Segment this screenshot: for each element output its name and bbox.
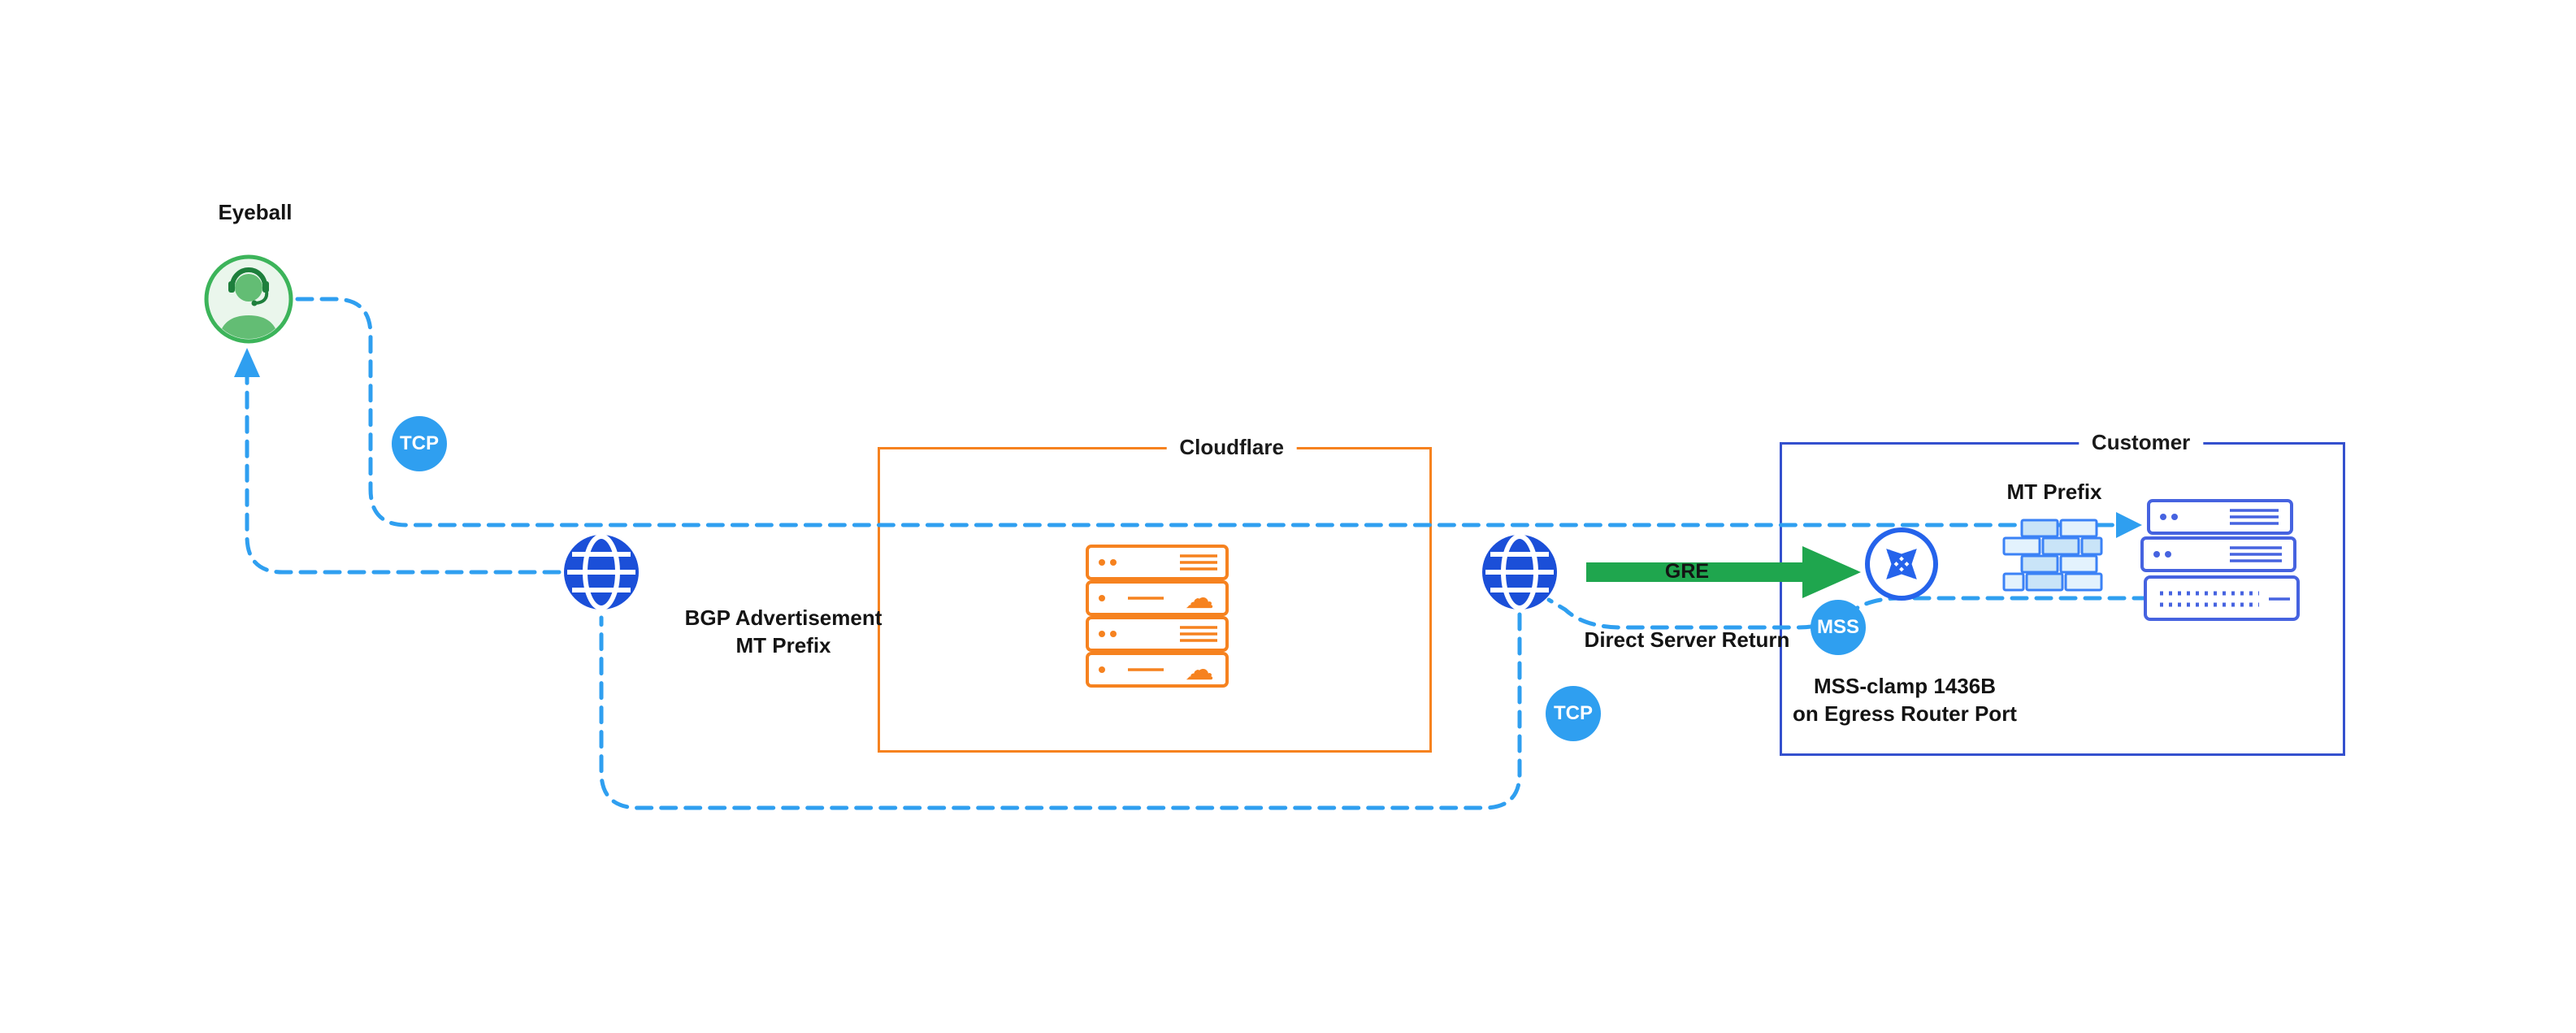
internet-right-globe-icon <box>1482 534 1557 610</box>
tcp-return-badge-label: TCP <box>1554 702 1593 724</box>
tcp-request-badge: TCP <box>392 416 447 471</box>
mss-clamp-label: MSS-clamp 1436B on Egress Router Port <box>1793 673 2017 728</box>
gre-label: GRE <box>1664 559 1710 583</box>
tcp-request-badge-label: TCP <box>400 432 439 454</box>
mss-clamp-line1: MSS-clamp 1436B <box>1814 674 1996 699</box>
customer-box-label: Customer <box>2078 430 2204 455</box>
return-path-arrowhead-icon <box>234 348 260 377</box>
headset-person-icon <box>204 254 293 344</box>
bgp-advertisement-label: BGP Advertisement MT Prefix <box>685 605 883 660</box>
internet-left-globe-icon <box>564 534 639 610</box>
direct-server-return-label: Direct Server Return <box>1584 627 1790 653</box>
mss-clamp-line2: on Egress Router Port <box>1793 701 2017 726</box>
bgp-advertisement-line1: BGP Advertisement <box>684 605 883 631</box>
cloudflare-box-label: Cloudflare <box>1166 435 1297 460</box>
mt-prefix-label: MT Prefix <box>2006 480 2102 505</box>
bgp-advertisement-line2: MT Prefix <box>735 633 831 658</box>
eyeball-label: Eyeball <box>218 200 293 225</box>
tcp-return-badge: TCP <box>1546 686 1601 741</box>
cloudflare-box: Cloudflare <box>878 435 1432 753</box>
mss-badge: MSS <box>1811 600 1866 655</box>
return-to-eyeball-path <box>245 370 562 575</box>
mss-badge-label: MSS <box>1816 616 1859 638</box>
